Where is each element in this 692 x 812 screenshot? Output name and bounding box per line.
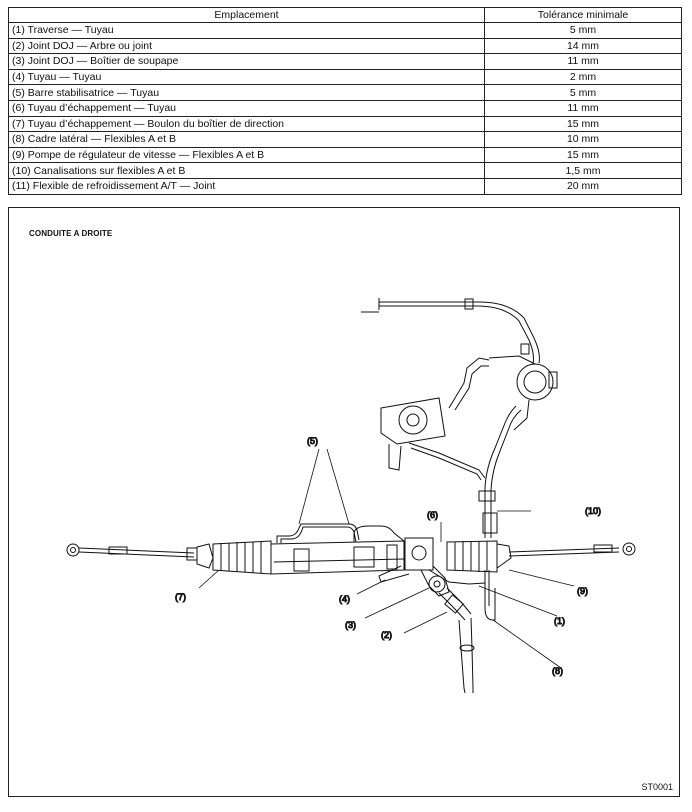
tolerance-cell: 15 mm (484, 115, 682, 133)
callout-10: (10) (585, 506, 601, 516)
location-cell: (3) Joint DOJ — Boîtier de soupape (8, 53, 485, 70)
callout-7: (7) (175, 592, 186, 602)
rack-housing (270, 540, 405, 575)
callout-1: (1) (554, 616, 565, 626)
figure-title: CONDUITE A DROITE (29, 229, 113, 238)
figure-code: ST0001 (641, 782, 673, 792)
callout-2: (2) (381, 630, 392, 640)
steering-shaft (438, 587, 475, 694)
hoses (408, 405, 522, 621)
callout-4: (4) (339, 594, 350, 604)
valve-housing (378, 537, 450, 597)
table-row: (11) Flexible de refroidissement A/T — J… (8, 177, 682, 195)
tolerance-cell: 10 mm (484, 131, 682, 148)
cooler-pipe (361, 298, 540, 365)
tolerance-cell: 5 mm (484, 22, 682, 39)
callout-5: (5) (307, 436, 318, 446)
location-cell: (9) Pompe de régulateur de vitesse — Fle… (8, 146, 485, 164)
location-cell: (4) Tuyau — Tuyau (8, 68, 485, 86)
tolerance-table: Emplacement Tolérance minimale (1) Trave… (8, 7, 682, 195)
callout-8: (8) (552, 666, 563, 676)
location-cell: (6) Tuyau d’échappement — Tuyau (8, 99, 485, 117)
header-tolerance: Tolérance minimale (484, 7, 682, 23)
left-tie-rod (66, 543, 198, 561)
tolerance-cell: 11 mm (484, 99, 682, 117)
callout-3: (3) (345, 620, 356, 630)
header-location: Emplacement (8, 7, 485, 23)
tolerance-cell: 14 mm (484, 37, 682, 55)
location-cell: (2) Joint DOJ — Arbre ou joint (8, 37, 485, 55)
tolerance-cell: 5 mm (484, 84, 682, 101)
rack-pipes (276, 523, 405, 543)
left-boot (196, 540, 272, 575)
fluid-reservoir (488, 355, 558, 431)
table-header-row: Emplacement Tolérance minimale (8, 7, 682, 23)
tolerance-cell: 1,5 mm (484, 162, 682, 179)
right-boot (446, 540, 512, 573)
location-cell: (1) Traverse — Tuyau (8, 22, 485, 39)
right-tie-rod (508, 542, 636, 557)
location-cell: (11) Flexible de refroidissement A/T — J… (8, 177, 485, 195)
location-cell: (10) Canalisations sur flexibles A et B (8, 162, 485, 179)
power-steering-pump (380, 357, 490, 471)
location-cell: (8) Cadre latéral — Flexibles A et B (8, 131, 485, 148)
leader-lines (198, 448, 575, 669)
table-row: (7) Tuyau d’échappement — Boulon du boît… (8, 115, 682, 133)
location-cell: (7) Tuyau d’échappement — Boulon du boît… (8, 115, 485, 133)
steering-rack-drawing: (5) (6) (10) (9) (1) (8) (4) (3) (2) (7) (66, 298, 636, 694)
callout-9: (9) (577, 586, 588, 596)
tolerance-cell: 11 mm (484, 53, 682, 70)
callout-6: (6) (427, 510, 438, 520)
location-cell: (5) Barre stabilisatrice — Tuyau (8, 84, 485, 101)
tolerance-cell: 15 mm (484, 146, 682, 164)
steering-diagram-figure: CONDUITE A DROITE (8, 207, 680, 797)
tolerance-cell: 20 mm (484, 177, 682, 195)
table-row: (9) Pompe de régulateur de vitesse — Fle… (8, 146, 682, 164)
tolerance-cell: 2 mm (484, 68, 682, 86)
